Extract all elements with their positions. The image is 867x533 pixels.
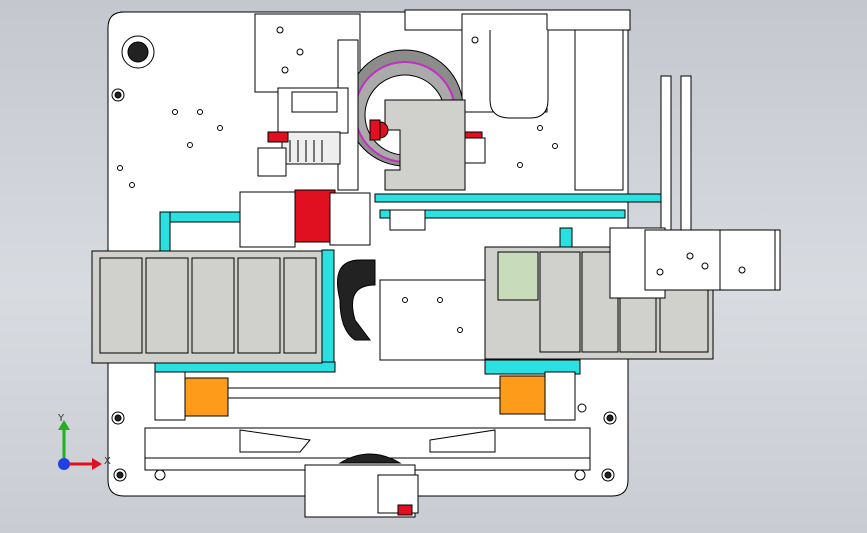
upper-bracket	[254, 9, 631, 191]
label-strip-left	[91, 250, 323, 364]
y-axis-label: Y	[58, 413, 65, 424]
x-axis-head	[92, 458, 102, 470]
z-axis-dot	[58, 458, 70, 470]
peel-plate	[239, 189, 486, 361]
cyan-rail-right	[374, 193, 666, 375]
lower-shafts	[154, 371, 576, 421]
bottom-tray	[144, 427, 591, 518]
center-arm	[369, 99, 466, 191]
guide-rods	[660, 75, 692, 237]
spring-block	[257, 87, 486, 177]
screw-holes	[117, 109, 558, 333]
y-axis-head	[58, 420, 70, 430]
x-axis-label: X	[104, 456, 111, 467]
right-module	[609, 227, 781, 299]
axis-triad-icon	[58, 420, 102, 470]
